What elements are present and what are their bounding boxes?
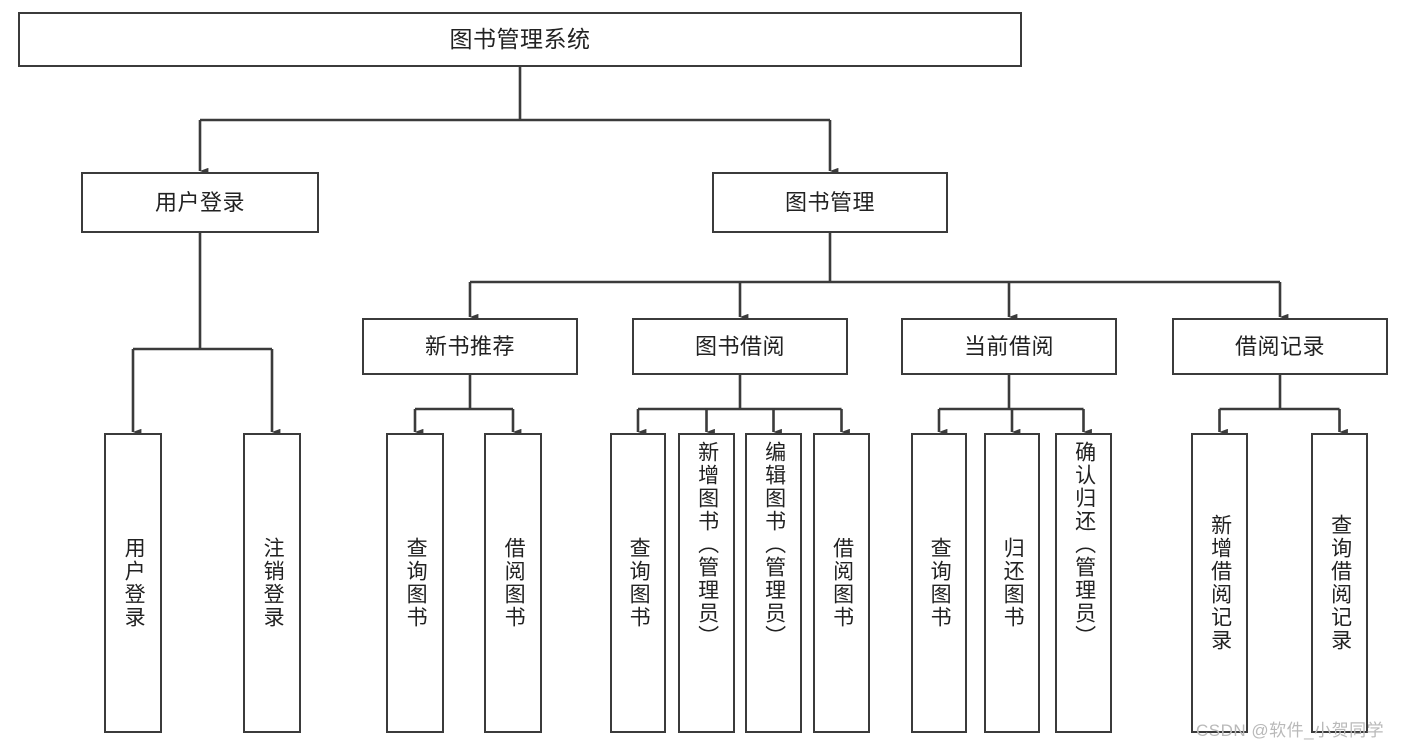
node-label: 查询图书 [627, 537, 651, 629]
node-leaf-query-book-current[interactable]: 查询图书 [911, 433, 967, 733]
node-label: 新增借阅记录 [1208, 514, 1232, 652]
node-label: 新书推荐 [424, 333, 515, 359]
node-leaf-borrow-book[interactable]: 借阅图书 [813, 433, 870, 733]
node-label: 确认归还（管理员） [1072, 441, 1096, 648]
node-leaf-add-borrow-record[interactable]: 新增借阅记录 [1191, 433, 1248, 733]
node-leaf-edit-book-admin[interactable]: 编辑图书（管理员） [745, 433, 802, 733]
node-label: 图书借阅 [694, 333, 785, 359]
node-new-book-recommend[interactable]: 新书推荐 [362, 318, 578, 375]
node-label: 图书管理 [784, 189, 875, 215]
node-book-borrow[interactable]: 图书借阅 [632, 318, 848, 375]
node-leaf-query-borrow-record[interactable]: 查询借阅记录 [1311, 433, 1368, 733]
node-user-login[interactable]: 用户登录 [81, 172, 319, 233]
node-label: 归还图书 [1001, 537, 1025, 629]
node-label: 用户登录 [122, 537, 146, 629]
node-label: 新增图书（管理员） [695, 441, 719, 648]
node-label: 注销登录 [261, 537, 285, 629]
node-label: 查询图书 [928, 537, 952, 629]
node-label: 当前借阅 [963, 333, 1054, 359]
node-current-borrow[interactable]: 当前借阅 [901, 318, 1117, 375]
node-leaf-query-book-borrow[interactable]: 查询图书 [610, 433, 666, 733]
node-leaf-user-logout[interactable]: 注销登录 [243, 433, 301, 733]
node-root[interactable]: 图书管理系统 [18, 12, 1022, 67]
node-borrow-record[interactable]: 借阅记录 [1172, 318, 1388, 375]
node-label: 借阅图书 [830, 537, 854, 629]
watermark: CSDN @软件_小贺同学 [1196, 721, 1385, 740]
node-label: 编辑图书（管理员） [762, 441, 786, 648]
node-label: 查询图书 [404, 537, 428, 629]
node-label: 借阅记录 [1234, 333, 1325, 359]
node-label: 查询借阅记录 [1328, 514, 1352, 652]
node-leaf-query-book-recommend[interactable]: 查询图书 [386, 433, 444, 733]
node-leaf-borrow-book-recommend[interactable]: 借阅图书 [484, 433, 542, 733]
node-label: 用户登录 [154, 189, 245, 215]
node-label: 借阅图书 [502, 537, 526, 629]
node-leaf-add-book-admin[interactable]: 新增图书（管理员） [678, 433, 735, 733]
node-label: 图书管理系统 [449, 25, 591, 52]
node-leaf-confirm-return-admin[interactable]: 确认归还（管理员） [1055, 433, 1112, 733]
node-leaf-user-login[interactable]: 用户登录 [104, 433, 162, 733]
node-leaf-return-book[interactable]: 归还图书 [984, 433, 1040, 733]
node-book-manage[interactable]: 图书管理 [712, 172, 948, 233]
